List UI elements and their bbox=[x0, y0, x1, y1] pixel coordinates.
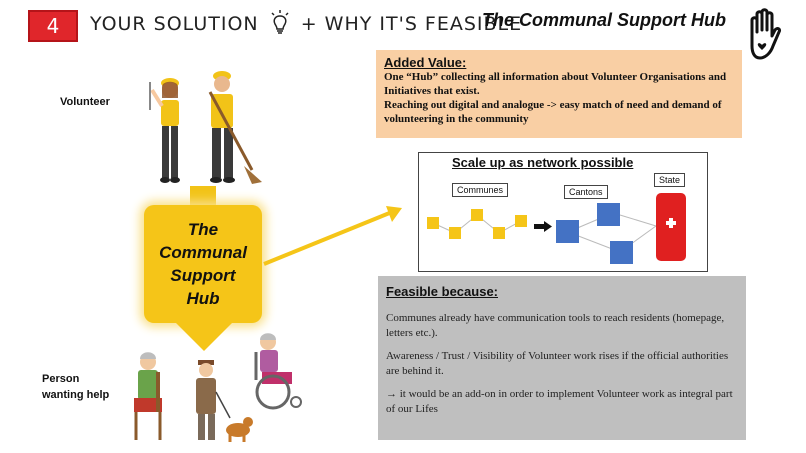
commune-node bbox=[427, 217, 439, 229]
feasible-title: Feasible because: bbox=[386, 284, 498, 299]
commune-node bbox=[515, 215, 527, 227]
added-value-box: Added Value: One “Hub” collecting all in… bbox=[376, 50, 742, 138]
step-number: 4 bbox=[46, 14, 60, 38]
hand-heart-icon bbox=[742, 8, 790, 62]
page-title: The Communal Support Hub bbox=[482, 10, 726, 30]
network-graphic bbox=[420, 190, 705, 275]
canton-node bbox=[597, 203, 620, 226]
hub-line-3: Support bbox=[170, 266, 236, 285]
step-badge: 4 bbox=[28, 10, 78, 42]
heading-why-feasible: + WHY IT'S FEASIBLE bbox=[300, 13, 523, 35]
volunteer-label: Volunteer bbox=[60, 96, 110, 108]
hub-line-4: Hub bbox=[186, 289, 220, 308]
added-value-line-2: Reaching out digital and analogue -> eas… bbox=[384, 99, 722, 125]
canton-node bbox=[610, 241, 633, 264]
added-value-line-1: One “Hub” collecting all information abo… bbox=[384, 71, 727, 97]
volunteers-illustration bbox=[140, 70, 265, 193]
communes-label: Communes bbox=[452, 183, 509, 197]
canton-node bbox=[556, 220, 579, 243]
network-title: Scale up as network possible bbox=[452, 155, 634, 170]
arrow-head bbox=[544, 221, 552, 232]
feasible-box: Feasible because: Communes already have … bbox=[378, 276, 746, 440]
hub-line-1: The bbox=[187, 220, 219, 239]
feasible-point-2: Awareness / Trust / Visibility of Volunt… bbox=[386, 350, 729, 377]
lightbulb-icon bbox=[270, 10, 290, 39]
commune-node bbox=[493, 227, 505, 239]
hub-arrow-in bbox=[190, 186, 216, 206]
feasible-point-3: → it would be an add-on in order to impl… bbox=[386, 388, 733, 415]
handwritten-heading: YOUR SOLUTION + WHY IT'S FEASIBLE bbox=[90, 10, 522, 39]
person-wanting-help-label: Person wanting help bbox=[42, 373, 110, 401]
cantons-label: Cantons bbox=[564, 185, 608, 199]
heading-your-solution: YOUR SOLUTION bbox=[90, 13, 259, 35]
commune-node bbox=[471, 209, 483, 221]
communal-support-hub: The Communal Support Hub bbox=[144, 205, 262, 323]
arrow-shaft bbox=[534, 224, 544, 229]
state-label: State bbox=[654, 173, 686, 187]
arrow-to-network bbox=[262, 200, 412, 275]
people-needing-help-illustration bbox=[128, 332, 303, 452]
feasible-point-1: Communes already have communication tool… bbox=[386, 312, 725, 339]
hub-arrow-out-stem bbox=[190, 316, 216, 326]
hub-arrow-out bbox=[176, 323, 232, 351]
hub-line-2: Communal bbox=[159, 243, 247, 262]
commune-node bbox=[449, 227, 461, 239]
added-value-title: Added Value: bbox=[384, 55, 467, 70]
swiss-cross-icon bbox=[666, 218, 676, 228]
